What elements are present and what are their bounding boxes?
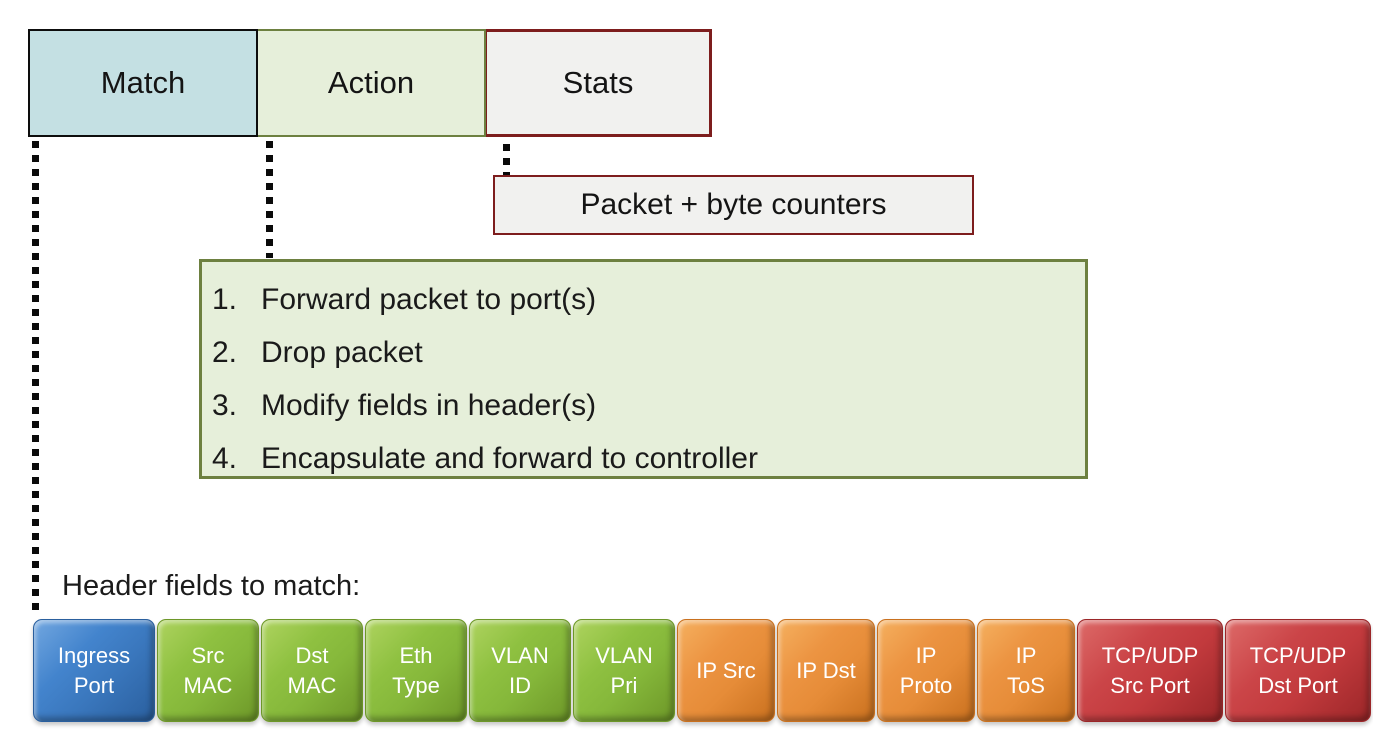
action-item-text: Encapsulate and forward to controller [261,442,758,475]
stats-callout-text: Packet + byte counters [580,188,887,221]
field-box-ip-tos: IP ToS [977,619,1075,722]
field-box-ip-dst: IP Dst [777,619,875,722]
dotted-connector-stats [503,144,510,175]
dotted-connector-match [32,141,39,612]
action-item-number: 4. [212,442,238,475]
field-box-tcp-udp-dst-port: TCP/UDP Dst Port [1225,619,1371,722]
action-list: 1. Forward packet to port(s) 2. Drop pac… [202,262,1085,485]
header-fields-row: Ingress Port Src MAC Dst MAC Eth Type VL… [33,619,1371,722]
flow-cell-action: Action [256,29,486,137]
action-callout-box: 1. Forward packet to port(s) 2. Drop pac… [199,259,1088,479]
action-item-number: 1. [212,283,238,316]
field-box-dst-mac: Dst MAC [261,619,363,722]
dotted-connector-action [266,141,273,258]
action-list-item: 2. Drop packet [212,326,1085,379]
action-item-number: 2. [212,336,238,369]
action-item-text: Drop packet [261,336,423,369]
header-fields-caption: Header fields to match: [62,570,361,602]
field-box-src-mac: Src MAC [157,619,259,722]
flow-cell-stats-label: Stats [562,65,634,100]
field-box-vlan-id: VLAN ID [469,619,571,722]
field-box-ip-src: IP Src [677,619,775,722]
action-item-text: Forward packet to port(s) [261,283,597,316]
field-box-ip-proto: IP Proto [877,619,975,722]
action-item-text: Modify fields in header(s) [261,389,597,422]
field-box-vlan-pri: VLAN Pri [573,619,675,722]
field-box-ingress-port: Ingress Port [33,619,155,722]
flow-cell-match-label: Match [100,65,186,100]
flow-cell-stats: Stats [484,29,712,137]
action-list-item: 3. Modify fields in header(s) [212,379,1085,432]
field-box-tcp-udp-src-port: TCP/UDP Src Port [1077,619,1223,722]
flow-cell-action-label: Action [327,65,415,100]
action-list-item: 4. Encapsulate and forward to controller [212,432,1085,485]
field-box-eth-type: Eth Type [365,619,467,722]
flow-cell-match: Match [28,29,258,137]
action-list-item: 1. Forward packet to port(s) [212,273,1085,326]
action-item-number: 3. [212,389,238,422]
stats-callout-box: Packet + byte counters [493,175,974,235]
